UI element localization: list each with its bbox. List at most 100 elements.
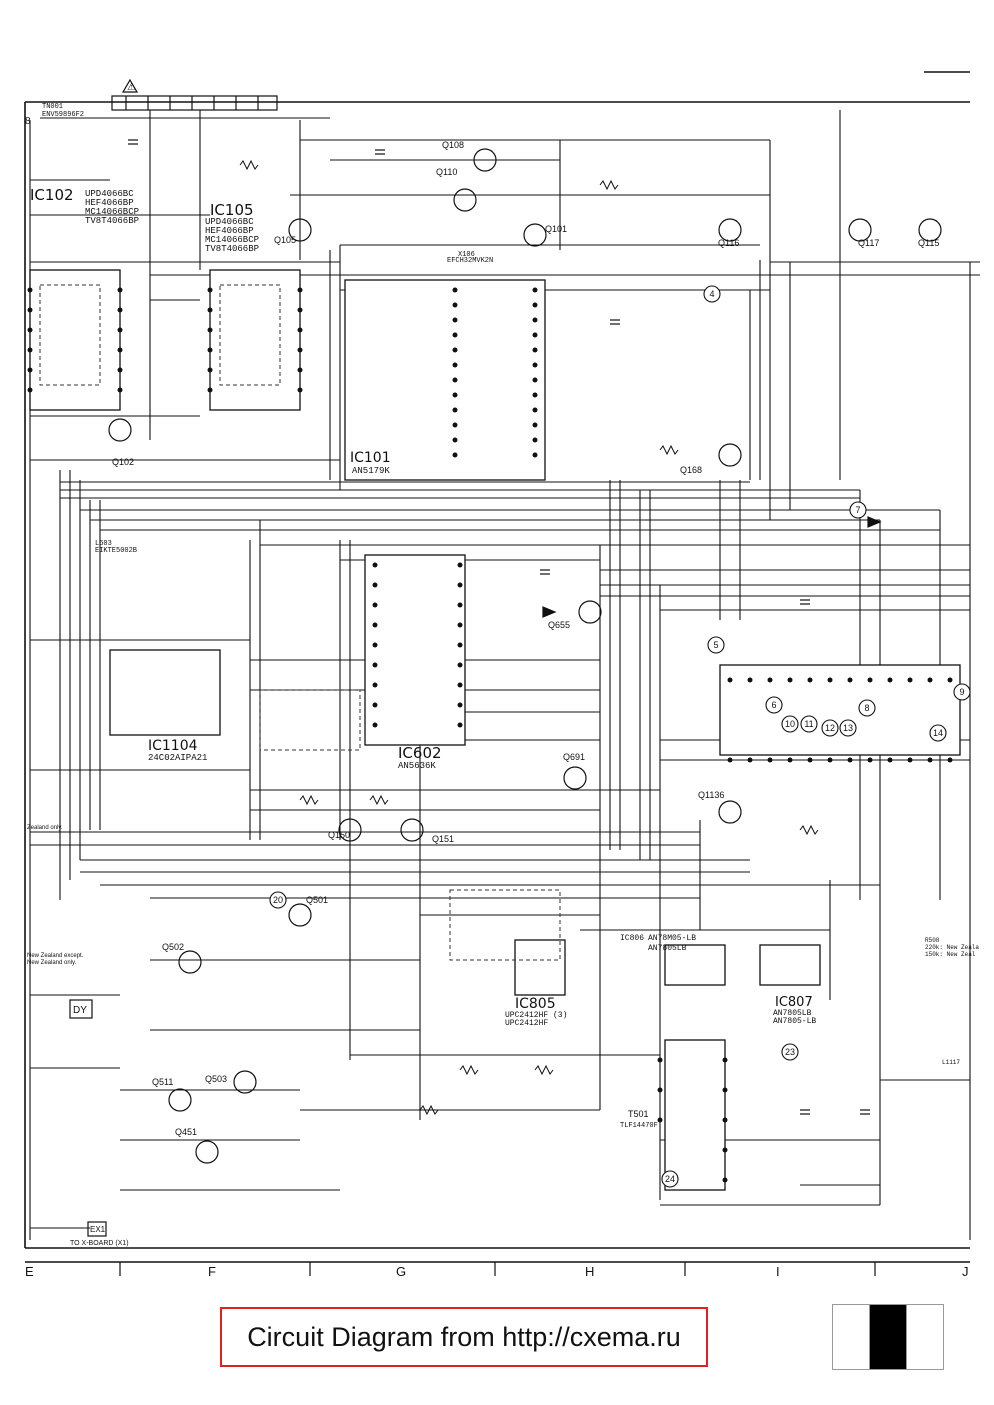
r508-line2: 220k: New Zeala bbox=[925, 944, 979, 951]
callout-12: 12 bbox=[825, 723, 835, 733]
swatch-white-2 bbox=[907, 1305, 943, 1369]
callout-23: 23 bbox=[785, 1047, 795, 1057]
ic805-body bbox=[514, 939, 566, 996]
tn-part: ENV59896F2 bbox=[42, 111, 84, 119]
callout-14: 14 bbox=[933, 728, 943, 738]
q151-label: Q151 bbox=[432, 834, 454, 844]
transistor-labels: Q108 Q110 Q101 Q105 Q116 Q117 Q115 Q102 … bbox=[112, 140, 939, 1137]
ic806-id: IC806 bbox=[620, 934, 644, 943]
ic807-part-2: AN7805-LB bbox=[773, 1017, 816, 1026]
ic102-part-4: TV8T4066BP bbox=[85, 216, 139, 226]
q1136-label: Q1136 bbox=[698, 790, 724, 800]
nz-except-2: New Zealand only. bbox=[27, 960, 77, 966]
l1117-label: L1117 bbox=[942, 1059, 960, 1066]
callout-5: 5 bbox=[713, 640, 718, 650]
ic805-part-1: UPC2412HF (3) bbox=[505, 1011, 567, 1020]
l603-part: EIKTE5002B bbox=[95, 547, 137, 555]
resistor-symbols bbox=[239, 159, 819, 1116]
x106-label: X106 bbox=[458, 251, 475, 259]
ic807-id: IC807 bbox=[775, 995, 813, 1010]
ic602-part: AN5636K bbox=[398, 761, 436, 771]
ic101-part: AN5179K bbox=[352, 466, 390, 476]
ic807-part-1: AN7805LB bbox=[773, 1009, 812, 1018]
l603-label: L603 bbox=[95, 540, 112, 548]
callout-4: 4 bbox=[709, 289, 714, 299]
ruler-ticks bbox=[119, 1262, 876, 1276]
q451-label: Q451 bbox=[175, 1127, 197, 1137]
nz-only: Zealand only. bbox=[27, 825, 63, 831]
ic102-part-3: MC14066BCP bbox=[85, 207, 139, 217]
q105-label: Q105 bbox=[274, 235, 296, 245]
efch-label: EFCH32MVK2N bbox=[447, 257, 493, 265]
q511-label: Q511 bbox=[152, 1077, 173, 1087]
ic806-part-2: AN7805LB bbox=[648, 944, 687, 953]
callout-11: 11 bbox=[804, 719, 813, 729]
ic105-part-2: HEF4066BP bbox=[205, 226, 254, 236]
pin-dots bbox=[27, 287, 953, 1183]
callout-20: 20 bbox=[273, 895, 283, 905]
q503-label: Q503 bbox=[205, 1074, 227, 1084]
ic105-part-4: TV8T4066BP bbox=[205, 244, 259, 254]
callout-13: 13 bbox=[843, 723, 853, 733]
q502-label: Q502 bbox=[162, 942, 184, 952]
to-xboard-label: TO X-BOARD (X1) bbox=[70, 1240, 129, 1247]
q691-label: Q691 bbox=[563, 752, 585, 762]
ic-bodies bbox=[29, 269, 961, 1191]
callout-6: 6 bbox=[771, 700, 776, 710]
tn-label: TN001 bbox=[42, 103, 63, 111]
misc-labels: EFCH32MVK2N X106 L603 EIKTE5002B T501 TL… bbox=[27, 251, 979, 1247]
ic1104-part: 24C02AIPA21 bbox=[148, 753, 207, 763]
ic105-part-1: UPD4066BC bbox=[205, 217, 254, 227]
callout-7: 7 bbox=[855, 505, 860, 515]
ic805-part-2: UPC2412HF bbox=[505, 1019, 548, 1028]
q101-label: Q101 bbox=[545, 224, 567, 234]
q115-label: Q115 bbox=[918, 238, 939, 248]
dy-label: DY bbox=[73, 1005, 87, 1016]
source-caption-box: Circuit Diagram from http://cxema.ru bbox=[220, 1307, 708, 1367]
ic105-id: IC105 bbox=[210, 201, 254, 219]
source-caption: Circuit Diagram from http://cxema.ru bbox=[247, 1321, 681, 1352]
horizontal-wires bbox=[30, 117, 980, 1229]
micro-body bbox=[719, 664, 961, 756]
q501-label: Q501 bbox=[306, 895, 328, 905]
ic806-part-1: AN78M05-LB bbox=[648, 934, 696, 943]
t501-part: TLF14470F bbox=[620, 1122, 658, 1130]
callout-24: 24 bbox=[665, 1174, 675, 1184]
top-connector bbox=[111, 78, 278, 111]
corner-ref: 8 bbox=[25, 116, 31, 127]
nz-except-1: New Zealand except. bbox=[27, 953, 84, 959]
grid-letter-j: J bbox=[962, 1264, 969, 1279]
dashed-regions bbox=[39, 284, 561, 961]
ex1-box bbox=[87, 1221, 107, 1237]
q108-label: Q108 bbox=[442, 140, 464, 150]
ic1104-body bbox=[109, 649, 221, 736]
ic101-id: IC101 bbox=[350, 450, 391, 466]
frame-lines bbox=[24, 71, 970, 1263]
callout-9: 9 bbox=[959, 687, 964, 697]
grid-letter-e: E bbox=[25, 1264, 34, 1279]
ic806-body bbox=[664, 944, 726, 986]
dy-box bbox=[69, 999, 93, 1019]
t501-body bbox=[664, 1039, 726, 1191]
grid-letter-g: G bbox=[396, 1264, 406, 1279]
q110-label: Q110 bbox=[436, 167, 457, 177]
callout-10: 10 bbox=[785, 719, 795, 729]
q168-label: Q168 bbox=[680, 465, 702, 475]
color-swatches bbox=[832, 1304, 944, 1370]
ic1104-id: IC1104 bbox=[148, 738, 198, 754]
callout-8: 8 bbox=[864, 703, 869, 713]
grid-letter-f: F bbox=[208, 1264, 216, 1279]
ic602-body bbox=[364, 554, 466, 746]
q150-label: Q150 bbox=[328, 830, 350, 840]
t501-label: T501 bbox=[628, 1109, 649, 1119]
ic105-body bbox=[209, 269, 301, 411]
grid-letter-i: I bbox=[776, 1264, 780, 1279]
q655-label: Q655 bbox=[548, 620, 570, 630]
ic102-part-2: HEF4066BP bbox=[85, 198, 134, 208]
r508-line1: R508 bbox=[925, 937, 940, 944]
r508-line3: 150k: New Zeal bbox=[925, 951, 976, 958]
ic102-body bbox=[29, 269, 121, 411]
callout-circles bbox=[269, 285, 971, 1188]
swatch-black bbox=[870, 1305, 907, 1369]
